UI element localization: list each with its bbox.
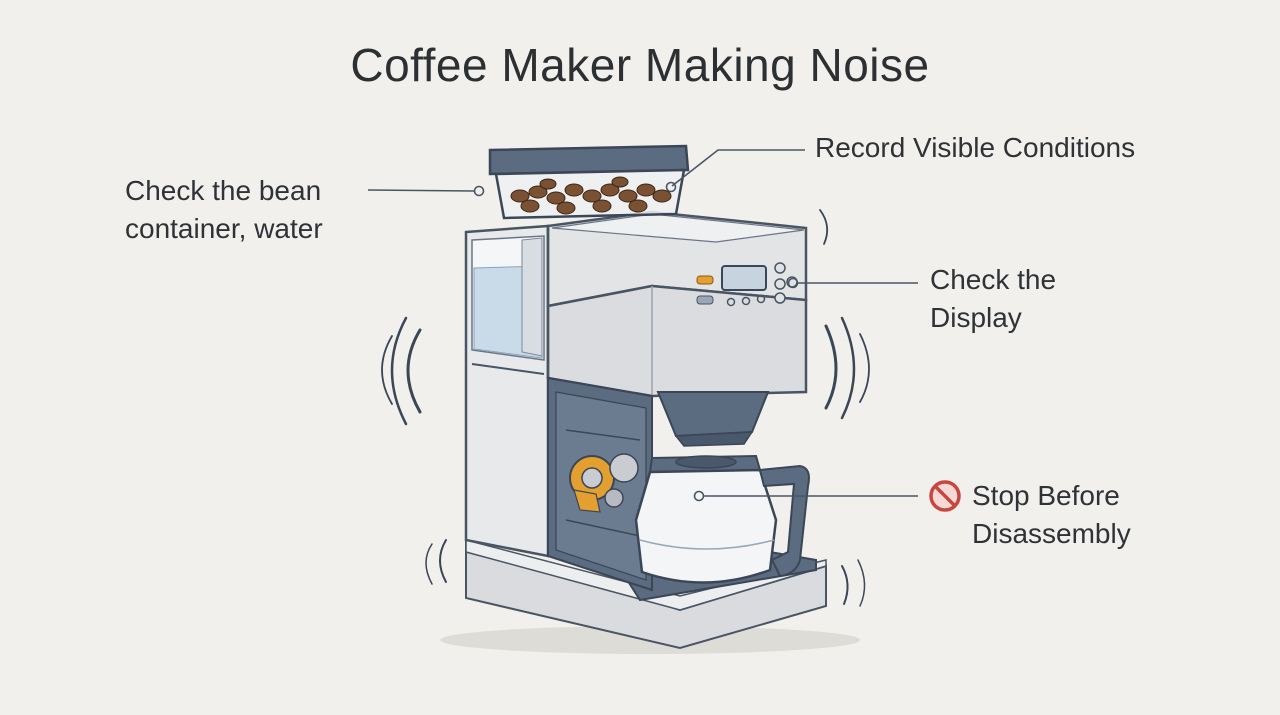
filter-basket: [656, 391, 770, 447]
page-title: Coffee Maker Making Noise: [350, 39, 930, 91]
callout-bean-line1: Check the bean: [125, 175, 322, 206]
no-entry-icon: [929, 480, 961, 512]
head-unit: [546, 210, 808, 398]
callout-leaders: [367, 149, 918, 502]
callout-stop-line1: Stop Before: [972, 480, 1120, 511]
callout-display-line2: Display: [930, 302, 1022, 333]
callout-stop-line2: Disassembly: [972, 518, 1131, 549]
callout-check-display: Check the Display: [930, 261, 1056, 337]
callout-display-line1: Check the: [930, 264, 1057, 295]
control-panel: [696, 262, 798, 307]
lcd-display: [721, 265, 767, 291]
vibration-lines-icon: [381, 209, 870, 607]
coffee-beans-icon: [510, 176, 672, 215]
callout-stop-before-disassembly: Stop Before Disassembly: [972, 477, 1131, 553]
callout-record-line1: Record Visible Conditions: [815, 132, 1136, 163]
grinder-gear-icon: [569, 453, 639, 513]
callout-bean-container: Check the bean container, water: [125, 172, 323, 248]
callout-bean-line2: container, water: [125, 213, 323, 244]
callout-record-conditions: Record Visible Conditions: [815, 129, 1135, 167]
carafe: [634, 454, 810, 584]
water-tank: [464, 224, 550, 558]
carafe-handle: [758, 464, 810, 578]
bean-hopper: [488, 144, 690, 220]
brew-cavity: [547, 376, 653, 592]
